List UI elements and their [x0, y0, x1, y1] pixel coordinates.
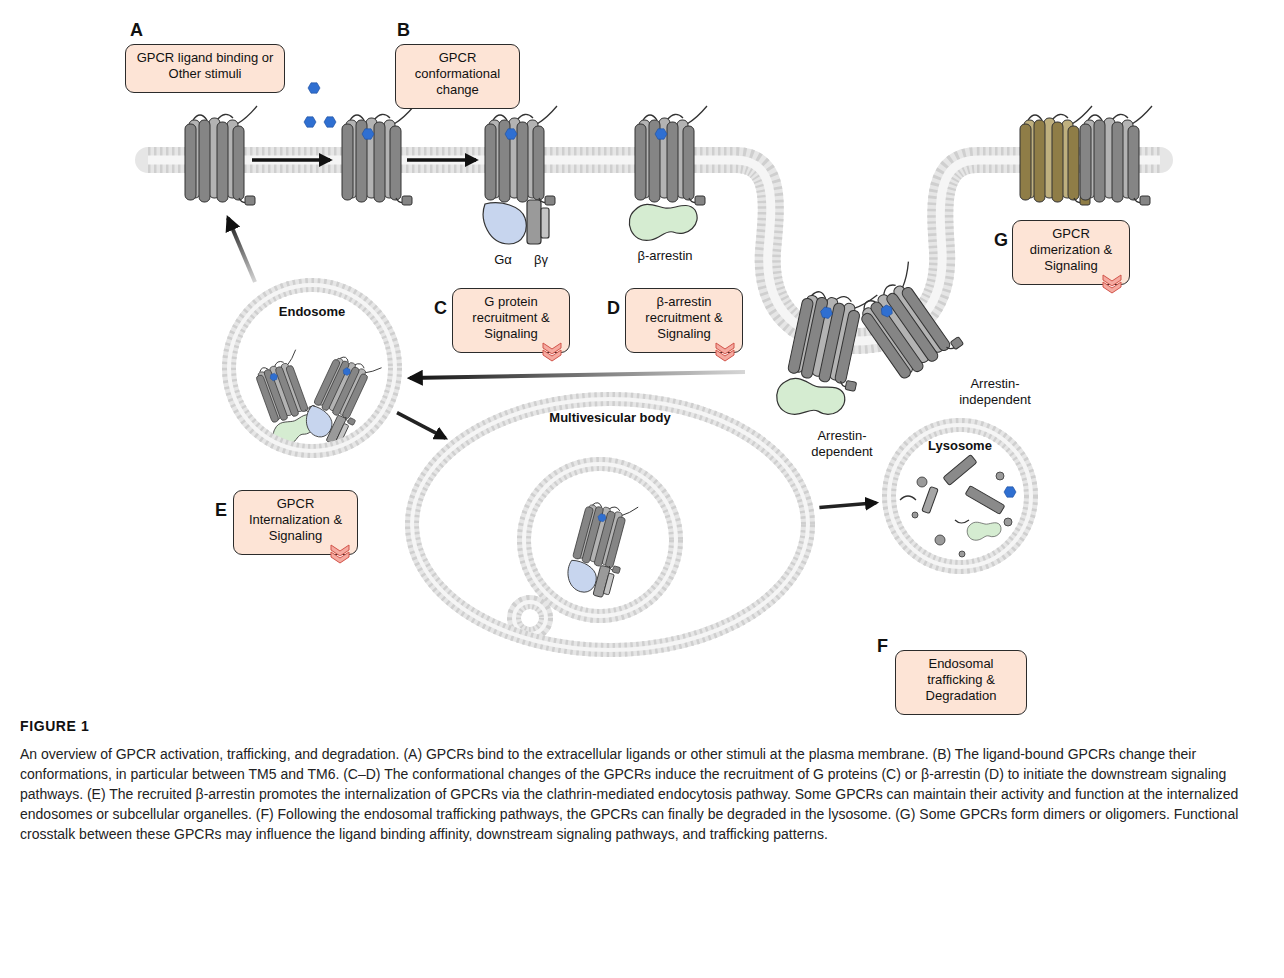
- receptor-inactive: [185, 106, 257, 205]
- node-text: Endosome: [222, 304, 402, 320]
- node-text: GPCR Internalization & Signaling: [240, 496, 351, 544]
- process-box: GPCR Internalization & Signaling: [233, 490, 358, 555]
- flow-arrow: [397, 413, 446, 439]
- part-label: Arrestin-independent: [950, 376, 1040, 408]
- panel-letter: C: [434, 298, 447, 318]
- figure-caption: An overview of GPCR activation, traffick…: [20, 744, 1264, 844]
- receptor-g-protein: [483, 106, 557, 244]
- panel-letter: F: [877, 636, 888, 656]
- process-box: GPCR conformational change: [395, 44, 520, 109]
- lysosome-debris: [900, 455, 1016, 557]
- panel-letter: E: [215, 500, 227, 520]
- node-text: Lysosome: [882, 438, 1038, 454]
- part-label: β-arrestin: [637, 248, 692, 264]
- receptor-arrestin: [629, 106, 707, 240]
- signal-chevron: [1101, 274, 1123, 294]
- node-text: GPCR ligand binding or Other stimuli: [132, 50, 278, 82]
- flow-arrow: [819, 503, 876, 508]
- process-box: β-arrestin recruitment & Signaling: [625, 288, 743, 353]
- node-text: Endosomal trafficking & Degradation: [902, 656, 1020, 704]
- node-text: G protein recruitment & Signaling: [459, 294, 563, 342]
- panel-letter: B: [397, 20, 410, 40]
- node-text: Multivesicular body: [405, 410, 815, 426]
- free-ligands: [304, 83, 336, 127]
- part-label: Arrestin-dependent: [802, 428, 882, 460]
- process-box: Endosomal trafficking & Degradation: [895, 650, 1027, 715]
- part-label: Gα: [494, 252, 512, 268]
- signal-chevron: [329, 544, 351, 564]
- membrane-outline: [405, 392, 815, 657]
- process-box: GPCR dimerization & Signaling: [1012, 220, 1130, 285]
- panel-letter: D: [607, 298, 620, 318]
- activation-arrows: [252, 160, 476, 161]
- node-text: GPCR conformational change: [402, 50, 513, 98]
- lysosome-compartment: Lysosome: [882, 418, 1038, 574]
- mvb-compartment: Multivesicular body: [405, 392, 815, 657]
- receptor-dimer: [1020, 106, 1152, 205]
- signal-chevron: [714, 342, 736, 362]
- process-box: G protein recruitment & Signaling: [452, 288, 570, 353]
- figure-title: FIGURE 1: [20, 718, 89, 734]
- node-text: GPCR dimerization & Signaling: [1019, 226, 1123, 274]
- receptor-pit-arrestin: [773, 279, 877, 427]
- process-box: GPCR ligand binding or Other stimuli: [125, 44, 285, 93]
- part-label: βγ: [534, 252, 548, 268]
- signal-chevron: [541, 342, 563, 362]
- receptor-ligand-bound: [342, 106, 414, 205]
- node-text: β-arrestin recruitment & Signaling: [632, 294, 736, 342]
- endosome-compartment: Endosome: [222, 278, 402, 458]
- intraluminal-vesicles: [514, 464, 676, 634]
- recycling-arrow: [228, 218, 255, 282]
- internalization-arrow: [410, 372, 745, 378]
- receptor-pit-free: [849, 262, 965, 384]
- panel-letter: A: [130, 20, 143, 40]
- panel-letter: G: [994, 230, 1008, 250]
